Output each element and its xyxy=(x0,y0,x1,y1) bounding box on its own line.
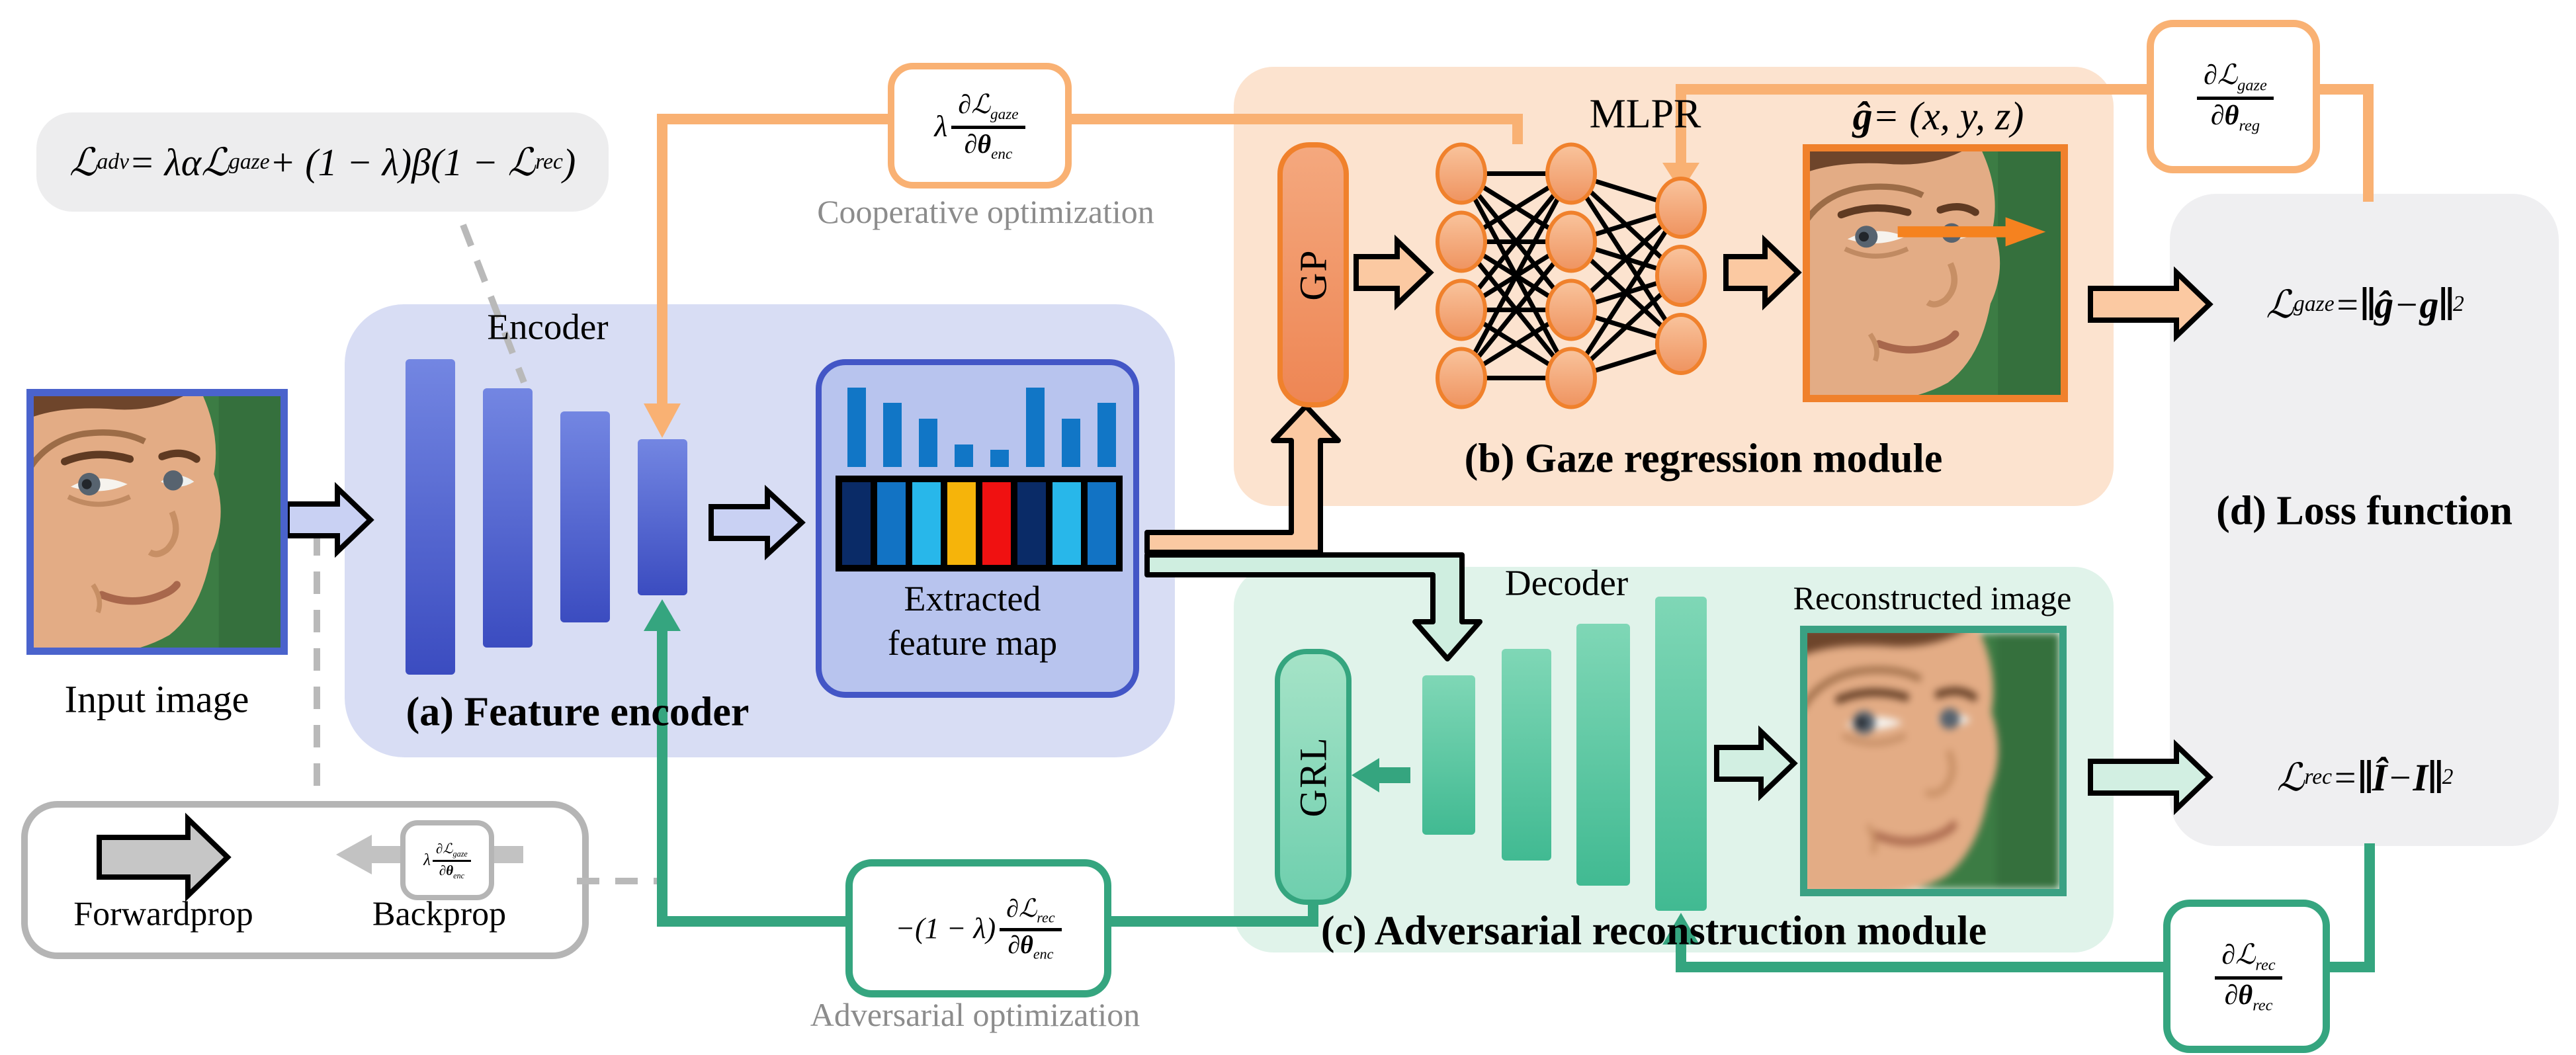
legend-forwardprop-arrow xyxy=(97,812,232,902)
encoder-conv-bar xyxy=(406,359,455,675)
mlpr-node xyxy=(1545,210,1597,273)
band-arrow-featuremap-to-gp xyxy=(1144,403,1341,555)
grl-label: GRL xyxy=(1291,736,1335,818)
feature-histogram-bar xyxy=(1062,419,1080,467)
coop-wire-to-mlpr xyxy=(1058,114,1523,144)
decoder-conv-bar xyxy=(1576,624,1630,886)
arrow-mlpr-to-gaze-image xyxy=(1723,234,1802,311)
reg-gradient-box: ∂ℒgaze ∂θreg xyxy=(2147,20,2320,173)
mlpr-node xyxy=(1436,278,1487,341)
mlpr-label: MLPR xyxy=(1589,91,1701,137)
green-arrowhead-decoder xyxy=(1662,913,1699,945)
gp-label: GP xyxy=(1291,249,1335,301)
mlpr-node xyxy=(1545,347,1597,409)
encoder-label: Encoder xyxy=(487,306,609,347)
mlpr-node xyxy=(1655,245,1707,307)
encoder-conv-bar xyxy=(483,388,533,648)
legend-forwardprop-label: Forwardprop xyxy=(73,895,253,933)
arrow-encoder-to-featuremap xyxy=(708,484,806,561)
mlpr-node xyxy=(1436,142,1487,205)
coop-gradient-box: λ ∂ℒgaze ∂θenc xyxy=(888,63,1072,189)
feature-histogram-bar xyxy=(847,388,866,467)
feature-vector-cell xyxy=(1052,482,1088,565)
arrow-input-to-encoder xyxy=(284,482,374,558)
rec-gradient-box: ∂ℒrec ∂θrec xyxy=(2163,900,2330,1053)
green-arrowhead-encoder xyxy=(644,599,681,631)
feature-vector-cell xyxy=(877,482,912,565)
adversarial-optimization-label: Adversarial optimization xyxy=(810,996,1140,1033)
feature-histogram-bar xyxy=(919,419,937,467)
encoder-conv-bar xyxy=(560,411,610,622)
feature-vector-cell xyxy=(912,482,947,565)
feature-vector-cell xyxy=(982,482,1017,565)
mlpr-node xyxy=(1655,313,1707,375)
feature-histogram-bar xyxy=(955,444,973,467)
cooperative-optimization-label: Cooperative optimization xyxy=(817,193,1154,230)
mlpr-node xyxy=(1545,278,1597,341)
extracted-label-line1: Extracted xyxy=(904,579,1041,618)
gaze-vector-arrow xyxy=(1897,217,2046,247)
feature-vector-cells xyxy=(836,476,1123,571)
module-b-title: (b) Gaze regression module xyxy=(1464,436,1943,482)
legend-backprop-arrowhead xyxy=(336,835,372,874)
gaze-face-image xyxy=(1803,144,2068,402)
mlpr-node xyxy=(1436,210,1487,273)
mlpr-node xyxy=(1436,347,1487,409)
extracted-label-line2: feature map xyxy=(887,623,1058,663)
arrow-recon-to-loss xyxy=(2088,739,2213,816)
gp-capsule: GP xyxy=(1277,142,1349,407)
module-c-title: (c) Adversarial reconstruction module xyxy=(1320,908,1987,954)
feature-vector-cell xyxy=(947,482,982,565)
module-d-title: (d) Loss function xyxy=(2216,488,2512,534)
legend-backprop-gradient-box: λ ∂ℒgaze ∂θenc xyxy=(400,820,494,900)
reconstructed-image-label: Reconstructed image xyxy=(1793,579,2072,616)
mlpr-node xyxy=(1545,142,1597,205)
feature-vector-cell xyxy=(1088,482,1116,565)
decoder-label: Decoder xyxy=(1504,562,1629,603)
input-face-image xyxy=(26,389,288,655)
coop-wire-to-encoder xyxy=(657,114,888,405)
adv-gradient-box: −(1 − λ) ∂ℒrec ∂θenc xyxy=(845,859,1111,997)
feature-vector-cell xyxy=(1017,482,1052,565)
mlpr-node xyxy=(1655,177,1707,239)
arrow-gaze-to-loss xyxy=(2088,266,2213,343)
feature-histogram-bar xyxy=(1097,403,1116,467)
legend-box xyxy=(21,801,589,959)
feature-histogram-bar xyxy=(883,403,902,467)
legend-backprop-label: Backprop xyxy=(372,895,507,933)
rec-wire-to-decoder xyxy=(1676,843,2375,972)
reg-wire-to-loss xyxy=(2305,84,2374,202)
feature-histogram-bar xyxy=(1026,388,1045,467)
band-arrow-featuremap-to-decoder xyxy=(1144,552,1482,661)
feature-histogram xyxy=(847,388,1116,467)
orange-arrowhead-encoder xyxy=(644,403,681,438)
mlpr-network xyxy=(1436,142,1707,409)
arrow-gp-to-mlpr xyxy=(1353,234,1434,311)
decoder-conv-bar xyxy=(1502,649,1551,861)
decoder-conv-bar xyxy=(1422,675,1475,835)
reg-wire-to-mlpr xyxy=(1676,84,2147,164)
feature-histogram-bar xyxy=(990,450,1009,467)
reconstructed-face-image xyxy=(1800,626,2067,896)
module-a-title: (a) Feature encoder xyxy=(406,689,750,735)
arrow-decoder-to-recon xyxy=(1714,725,1798,802)
grl-capsule: GRL xyxy=(1275,649,1352,905)
loss-function-box xyxy=(2170,194,2559,846)
decoder-conv-bar xyxy=(1655,597,1707,911)
legend-backprop-shaft-left xyxy=(372,846,402,863)
dashed-link-formula xyxy=(460,224,527,384)
encoder-conv-bar xyxy=(638,439,687,595)
input-image-label: Input image xyxy=(64,677,249,721)
feature-vector-cell xyxy=(842,482,877,565)
arrow-decoder-to-grl xyxy=(1352,758,1410,792)
gaze-vector-annotation: ĝ = (x, y, z) xyxy=(1852,94,2024,138)
